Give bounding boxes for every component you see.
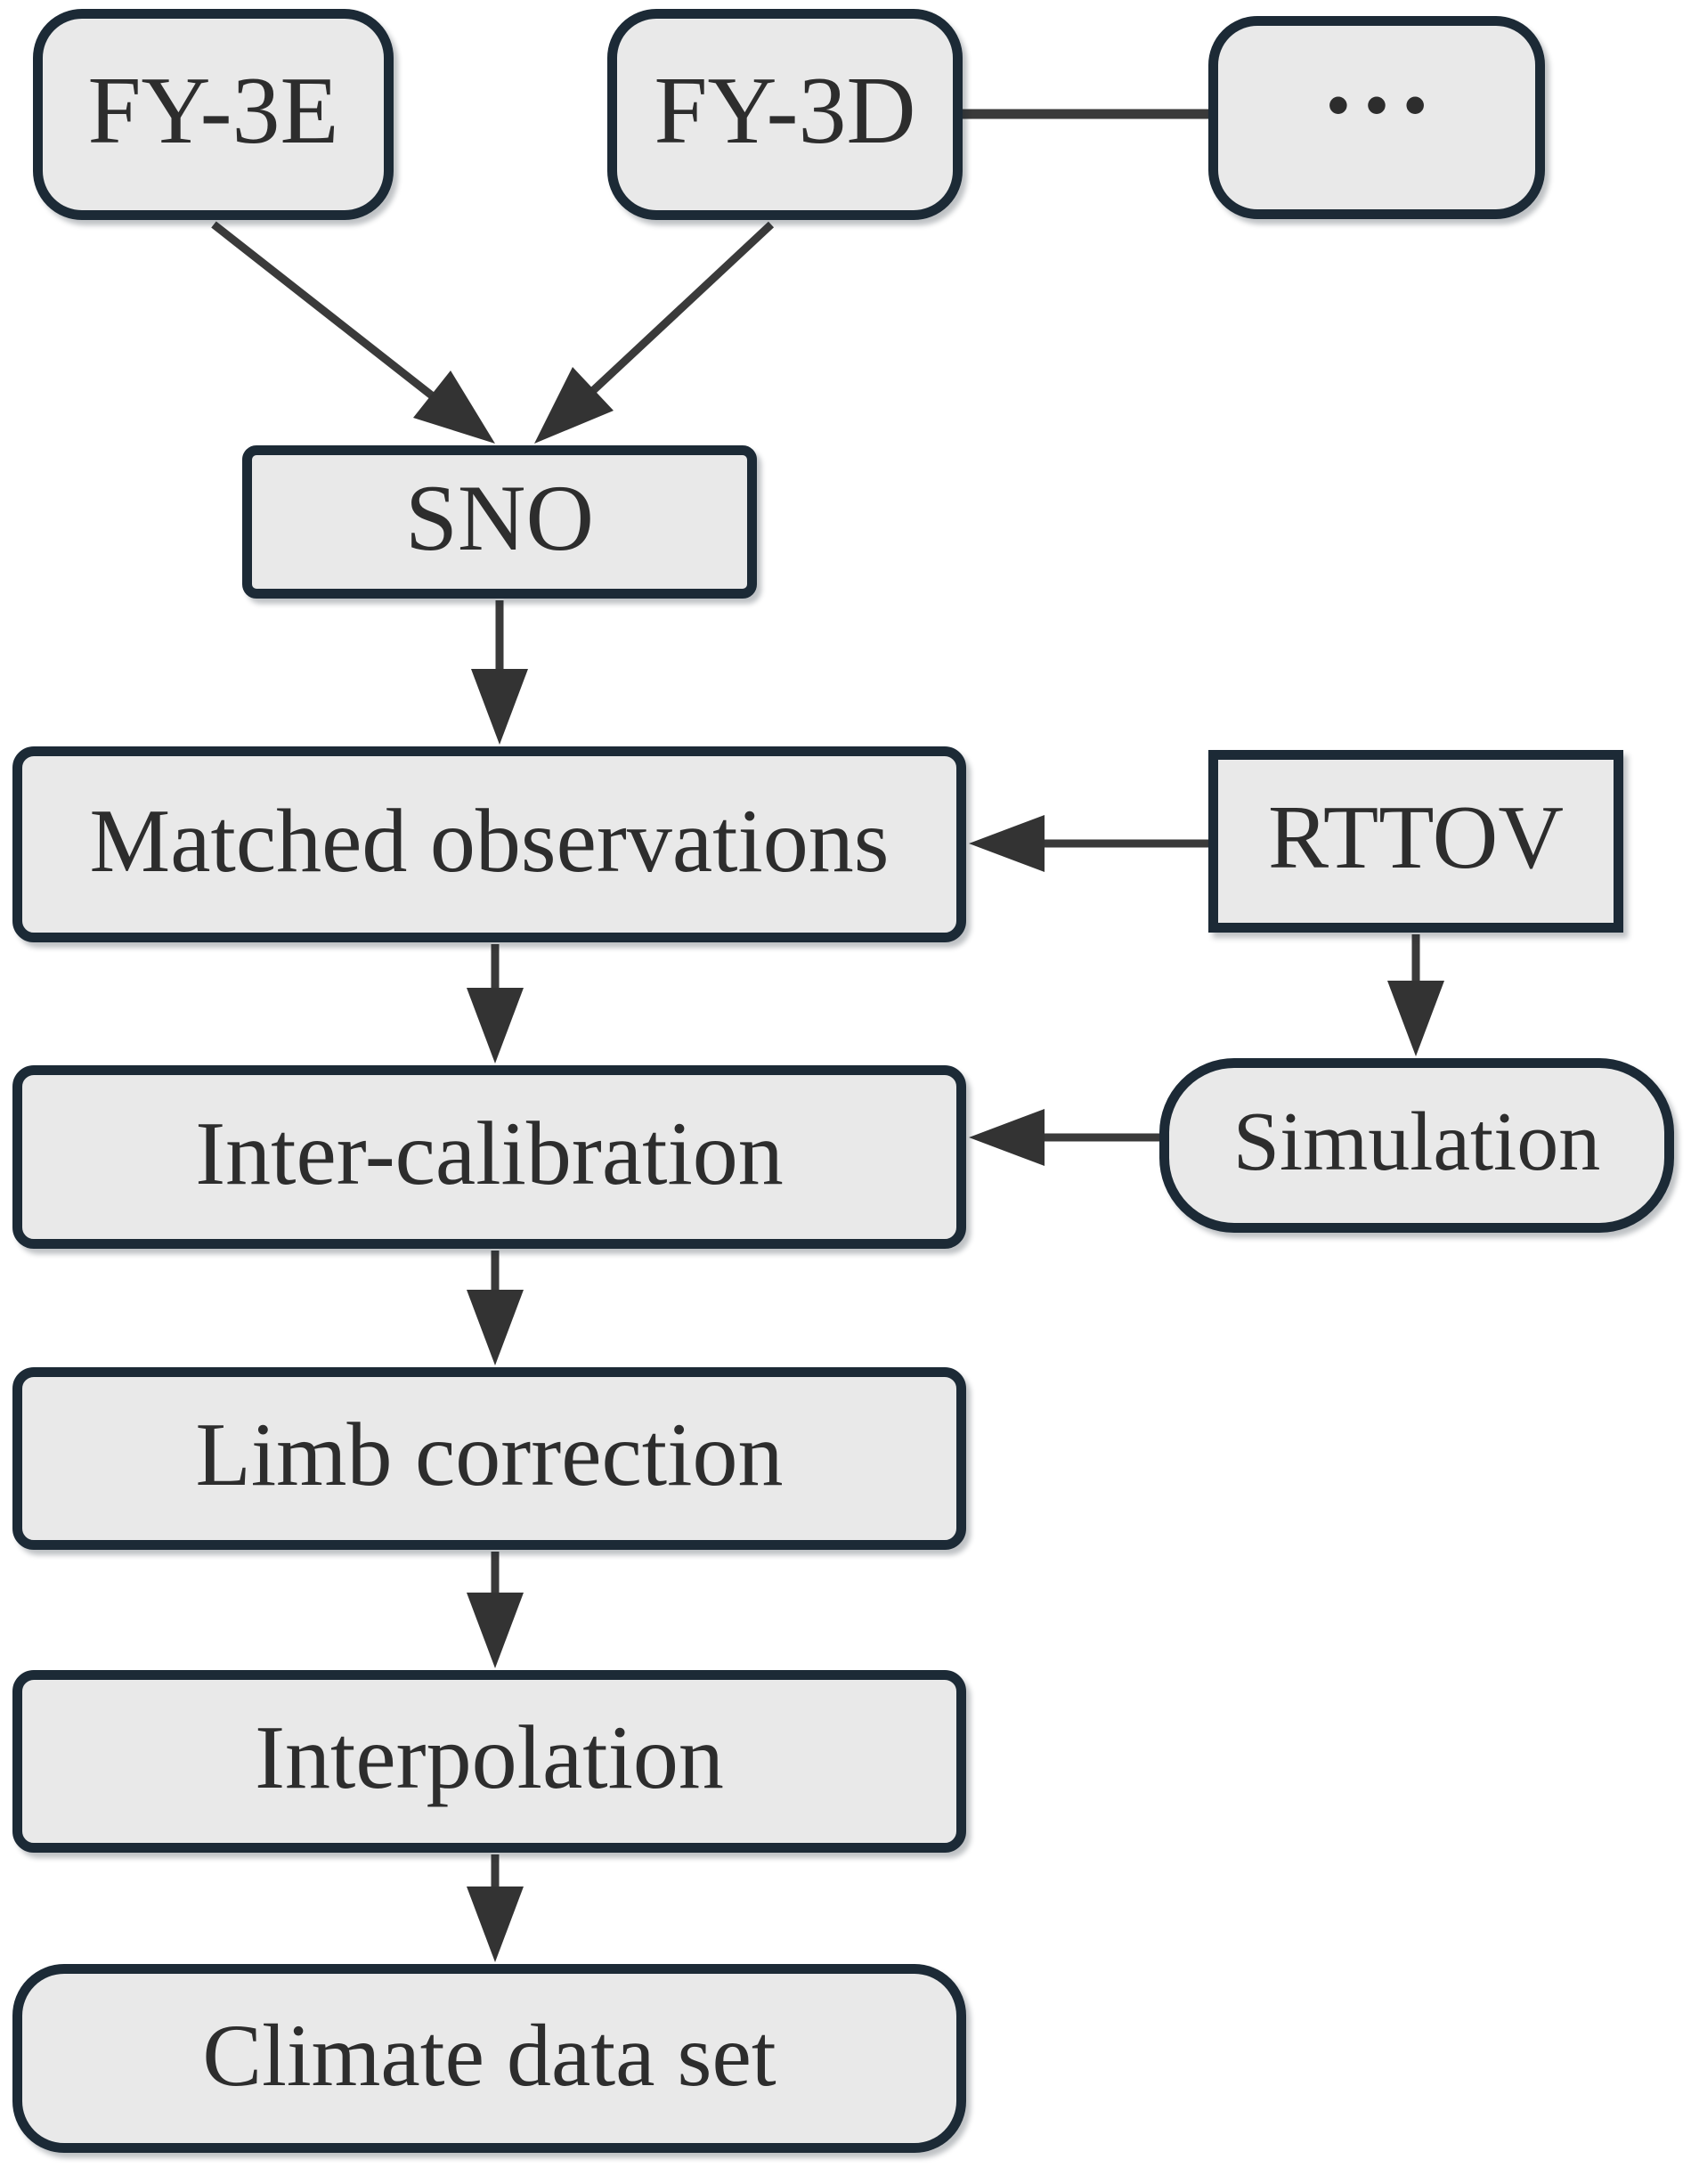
edge-simulation-to-intercal <box>969 1109 1159 1166</box>
node-fy-3d-label: FY-3D <box>654 57 916 164</box>
node-rttov-label: RTTOV <box>1268 787 1564 888</box>
edge-rttov-to-matched <box>969 815 1208 872</box>
node-ellipsis: ••• <box>1208 16 1545 219</box>
node-fy-3e: FY-3E <box>33 9 394 220</box>
node-limb-correction-label: Limb correction <box>195 1405 784 1505</box>
edge-limb-to-interp <box>467 1552 524 1668</box>
arrowhead-down-icon <box>467 1887 524 1962</box>
edge-shaft <box>582 221 775 401</box>
edge-matched-to-intercal <box>467 944 524 1063</box>
arrowhead-down-left-icon <box>534 367 614 444</box>
node-interpolation: Interpolation <box>12 1670 966 1853</box>
node-simulation-label: Simulation <box>1232 1096 1601 1188</box>
node-inter-calibration-label: Inter-calibration <box>195 1103 784 1204</box>
node-interpolation-label: Interpolation <box>255 1707 724 1808</box>
node-sno: SNO <box>242 445 757 599</box>
arrowhead-down-icon <box>1387 981 1444 1056</box>
node-matched-observations: Matched observations <box>12 746 966 942</box>
arrowhead-down-icon <box>467 988 524 1063</box>
edge-fy3d-to-sno <box>534 221 775 444</box>
arrowhead-left-icon <box>969 1109 1045 1166</box>
edge-rttov-to-simulation <box>1387 934 1444 1056</box>
node-fy-3d: FY-3D <box>607 9 963 220</box>
arrowhead-down-icon <box>467 1593 524 1668</box>
arrowhead-down-icon <box>467 1290 524 1365</box>
node-limb-correction: Limb correction <box>12 1367 966 1550</box>
node-simulation: Simulation <box>1159 1058 1674 1233</box>
arrowhead-left-icon <box>969 815 1045 872</box>
node-climate-data-set: Climate data set <box>12 1964 966 2153</box>
edge-shaft <box>211 221 443 406</box>
arrowhead-down-icon <box>471 669 528 745</box>
arrowhead-down-right-icon <box>413 371 495 444</box>
node-rttov: RTTOV <box>1208 750 1623 933</box>
node-fy-3e-label: FY-3E <box>87 57 339 164</box>
node-matched-observations-label: Matched observations <box>89 790 890 892</box>
node-inter-calibration: Inter-calibration <box>12 1065 966 1249</box>
edge-sno-to-matched <box>471 600 528 745</box>
node-sno-label: SNO <box>404 466 595 570</box>
edge-intercal-to-limb <box>467 1251 524 1365</box>
node-climate-data-set-label: Climate data set <box>202 2005 776 2105</box>
ellipsis-icon: ••• <box>1327 69 1443 141</box>
edge-interp-to-climate <box>467 1854 524 1962</box>
edge-fy3e-to-sno <box>211 221 495 444</box>
